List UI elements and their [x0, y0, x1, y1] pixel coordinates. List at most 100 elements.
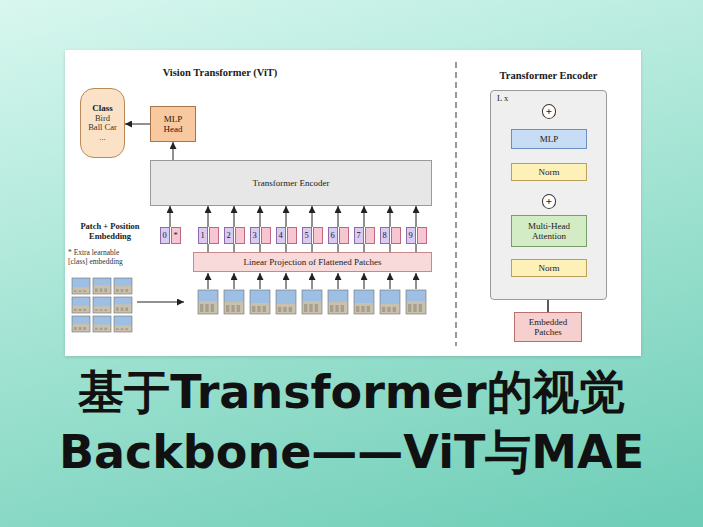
patch-sky — [354, 290, 374, 314]
patch-outline — [198, 290, 218, 314]
token-box: 4 — [275, 227, 297, 244]
patch-window — [116, 328, 119, 330]
patch-window — [361, 306, 364, 312]
patch-window — [79, 290, 82, 292]
patch-sky — [93, 316, 111, 332]
patch-window — [95, 309, 98, 311]
connector-arrow — [338, 244, 339, 252]
patch-arrow — [234, 273, 235, 289]
patch-sky — [93, 297, 111, 313]
patch-window — [335, 305, 338, 312]
node-content: MLP Head — [158, 114, 188, 135]
connector-arrow — [208, 206, 209, 227]
patch-window — [79, 327, 82, 330]
patch-window — [121, 328, 124, 330]
patch-window — [231, 305, 234, 312]
patch-window — [226, 305, 229, 312]
node-content: ClassBird Ball Car ... — [88, 103, 118, 143]
patch-window — [356, 306, 359, 312]
patch-building — [72, 287, 90, 294]
patch-window — [289, 307, 292, 312]
patch-building — [250, 303, 270, 314]
token-box: 2 — [223, 227, 245, 244]
patch-outline — [72, 316, 90, 332]
connector-arrow — [125, 124, 150, 125]
patch-outline — [93, 316, 111, 332]
connector-arrow — [286, 206, 287, 227]
patch-window — [387, 307, 390, 312]
panel-title: Transformer Encoder — [451, 70, 646, 82]
patch-sky — [328, 290, 348, 314]
patch-arrow — [208, 273, 209, 289]
patch-window — [252, 306, 255, 312]
patch-outline — [380, 290, 400, 314]
encoder-block-panel: Transformer EncoderL x+MLPNorm+Multi-Hea… — [490, 90, 607, 300]
node-content: Transformer Encoder — [253, 178, 330, 188]
patch-window — [74, 309, 77, 311]
node-content: Linear Projection of Flattened Patches — [244, 257, 382, 267]
connector-arrow — [260, 244, 261, 252]
patch-window — [83, 290, 86, 292]
patch-window — [104, 309, 107, 311]
mlp-box: MLP — [511, 129, 587, 149]
patch-outline — [114, 297, 132, 313]
patch-sky — [250, 290, 270, 314]
patch-row — [198, 290, 426, 314]
add-circle: + — [542, 194, 556, 209]
node-content: Embedded Patches — [522, 317, 574, 338]
patch-window — [100, 309, 103, 311]
position-number: 7 — [354, 227, 364, 244]
patch-sky — [114, 297, 132, 313]
connector-arrow — [234, 244, 235, 252]
node-label: MLP Head — [158, 114, 188, 135]
patch-window — [257, 306, 260, 312]
patch-embedding-box — [417, 227, 427, 244]
token-box: 7 — [353, 227, 375, 244]
patch-outline — [72, 278, 90, 294]
node-content: + — [546, 106, 552, 117]
patch-window — [367, 306, 370, 312]
patch-sky — [198, 290, 218, 314]
node-label: + — [546, 196, 552, 207]
node-content: 2 — [224, 227, 245, 244]
token-box: 6 — [327, 227, 349, 244]
class-output-box: ClassBird Ball Car ... — [80, 88, 125, 158]
patch-building — [93, 325, 111, 332]
patch-embedding-box — [287, 227, 297, 244]
connector-arrow — [286, 244, 287, 252]
patch-arrow — [312, 273, 313, 289]
patch-window — [211, 304, 214, 312]
position-number: 4 — [276, 227, 286, 244]
patch-sky — [224, 290, 244, 314]
patch-sky — [93, 278, 111, 294]
patch-window — [100, 328, 103, 330]
patch-window — [408, 304, 411, 312]
connector-arrow — [170, 206, 171, 227]
projection-box: Linear Projection of Flattened Patches — [193, 252, 432, 272]
patch-window — [83, 327, 86, 330]
patch-building — [72, 324, 90, 332]
patch-arrow — [260, 273, 261, 289]
position-number: 9 — [406, 227, 416, 244]
patch-outline — [302, 290, 322, 314]
patch-window — [125, 289, 128, 292]
norm-box: Norm — [511, 259, 587, 277]
patch-outline — [114, 316, 132, 332]
patch-building — [198, 301, 218, 314]
patch-sky — [302, 290, 322, 314]
mlp-head-box: MLP Head — [150, 106, 196, 142]
patch-window — [382, 307, 385, 312]
token-box: 0* — [159, 227, 181, 244]
heading-title: 基于Transformer的视觉 Backbone——ViT与MAE — [20, 362, 683, 482]
patch-window — [278, 307, 281, 312]
patch-outline — [93, 278, 111, 294]
patch-window — [125, 307, 128, 311]
patch-outline — [114, 278, 132, 294]
patch-sky — [276, 290, 296, 314]
node-content: 9 — [406, 227, 427, 244]
patch-window — [237, 305, 240, 312]
connector-arrow — [390, 206, 391, 227]
patch-window — [104, 328, 107, 330]
position-number: 5 — [302, 227, 312, 244]
position-number: 1 — [198, 227, 208, 244]
